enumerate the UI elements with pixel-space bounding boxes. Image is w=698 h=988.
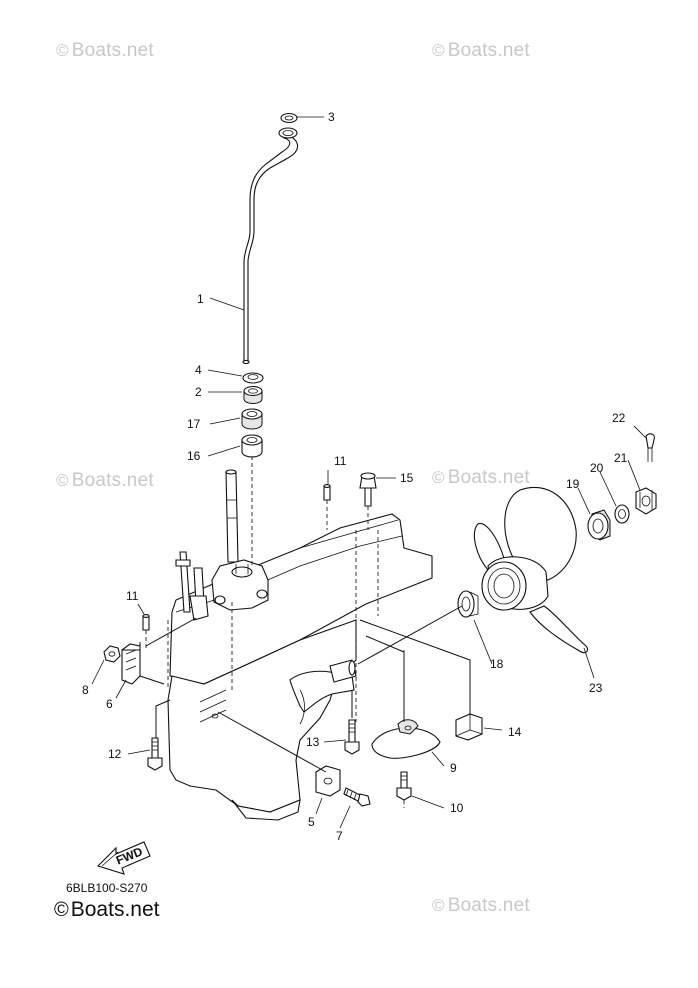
water-tube[interactable] <box>242 127 299 365</box>
callout-21: 21 <box>614 451 628 465</box>
spacer-19[interactable] <box>587 509 611 541</box>
dowel-pin-11-left[interactable] <box>142 614 150 631</box>
callouts: 3 1 4 2 17 16 11 15 11 8 6 12 13 5 7 9 1… <box>82 110 628 843</box>
callout-16: 16 <box>187 449 201 463</box>
bolt-12[interactable] <box>147 737 163 771</box>
callout-1: 1 <box>197 292 204 306</box>
callout-6: 6 <box>106 697 113 711</box>
callout-9: 9 <box>450 761 457 775</box>
callout-20: 20 <box>590 461 604 475</box>
lower-casing[interactable] <box>167 513 433 821</box>
grommet-3[interactable] <box>280 112 298 124</box>
nut-8[interactable] <box>103 645 121 663</box>
callout-5: 5 <box>308 815 315 829</box>
callout-10: 10 <box>450 801 464 815</box>
grommet-17[interactable] <box>241 408 263 430</box>
anode-14[interactable] <box>455 713 483 741</box>
thrust-washer-18[interactable] <box>457 590 479 618</box>
nut-21[interactable] <box>635 487 657 515</box>
callout-13: 13 <box>306 735 320 749</box>
connector-lines <box>122 605 471 773</box>
callout-18: 18 <box>490 657 504 671</box>
cover-5[interactable] <box>315 765 341 797</box>
callout-3: 3 <box>328 110 335 124</box>
screw-7[interactable] <box>343 787 371 807</box>
callout-15: 15 <box>400 471 414 485</box>
propeller-23[interactable] <box>473 486 589 654</box>
watermark: ©Boats.net <box>56 470 154 491</box>
diagram-code: 6BLB100-S270 <box>66 881 148 895</box>
leader-lines <box>91 116 647 829</box>
callout-12: 12 <box>108 747 122 761</box>
watermark: ©Boats.net <box>432 467 530 488</box>
shift-rod[interactable] <box>175 551 209 621</box>
callout-7: 7 <box>336 829 343 843</box>
fwd-arrow-icon: FWD <box>96 841 151 875</box>
callout-23: 23 <box>589 681 603 695</box>
drive-shaft[interactable] <box>225 469 239 563</box>
collar-16[interactable] <box>241 434 263 458</box>
callout-19: 19 <box>566 477 580 491</box>
callout-8: 8 <box>82 683 89 697</box>
bolt-15[interactable] <box>359 472 377 507</box>
watermark: ©Boats.net <box>432 40 530 61</box>
grommet-2[interactable] <box>243 385 263 404</box>
callout-22: 22 <box>612 411 626 425</box>
callout-14: 14 <box>508 725 522 739</box>
brand-logo: ©Boats.net <box>54 898 160 921</box>
callout-4: 4 <box>195 363 202 377</box>
trim-tab-9[interactable] <box>371 719 441 759</box>
bolt-13[interactable] <box>344 719 360 755</box>
water-pump-housing[interactable] <box>211 559 269 611</box>
washer-20[interactable] <box>614 504 630 524</box>
callout-11-left: 11 <box>126 589 139 603</box>
bolt-10[interactable] <box>396 771 412 801</box>
watermark: ©Boats.net <box>432 895 530 916</box>
callout-11-right: 11 <box>334 454 347 468</box>
cotter-pin-22[interactable] <box>645 433 655 462</box>
callout-17: 17 <box>187 417 201 431</box>
callout-2: 2 <box>195 385 202 399</box>
watermark: ©Boats.net <box>56 40 154 61</box>
seal-4[interactable] <box>242 372 264 384</box>
dowel-pin-11-right[interactable] <box>323 484 331 501</box>
